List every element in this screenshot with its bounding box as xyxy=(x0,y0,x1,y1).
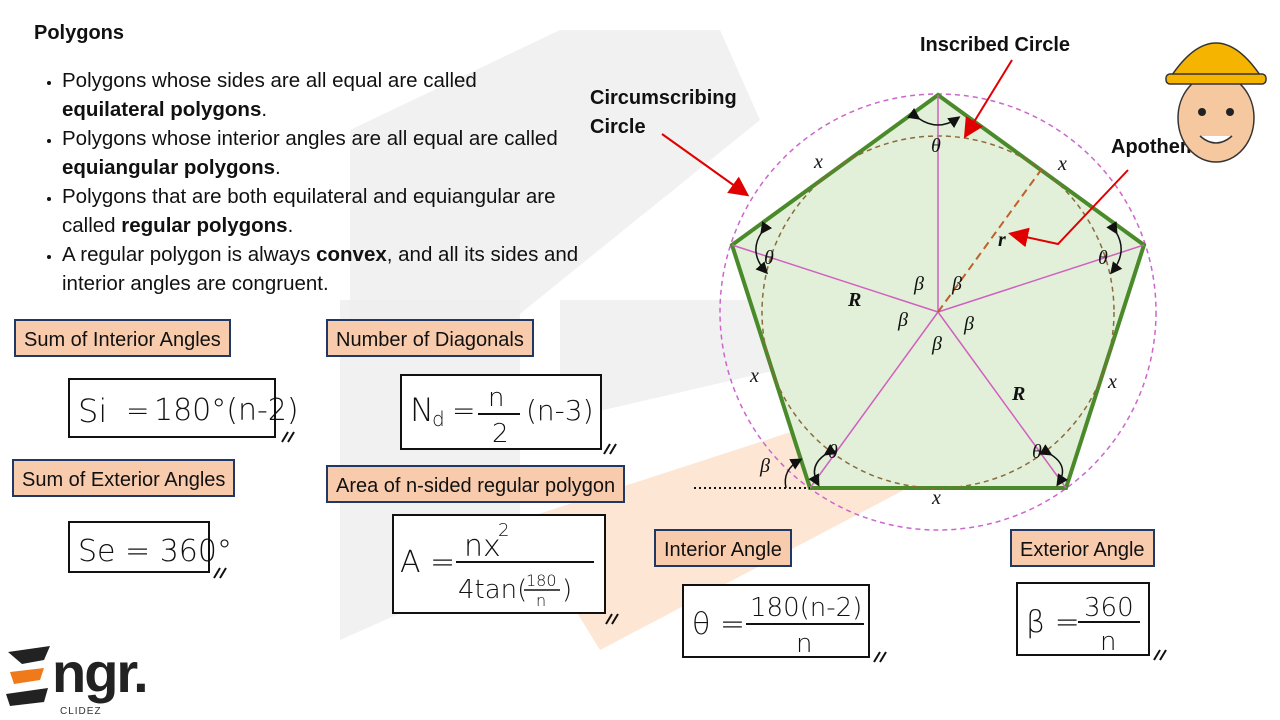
side-label: x xyxy=(813,151,823,173)
formula-si-rhs: 180°(n-2) xyxy=(154,393,299,428)
beta-label: β xyxy=(963,313,974,335)
formula-area: A = nx 2 4tan( 180 n ) xyxy=(392,514,606,614)
formula-area-lhs: A = xyxy=(400,545,455,580)
formula-exterior-angle: β = 360 n xyxy=(1016,582,1150,657)
formula-theta-den: n xyxy=(796,629,812,659)
formula-beta-num: 360 xyxy=(1084,593,1134,623)
bullet-item: Polygons that are both equilateral and e… xyxy=(62,182,582,240)
theta-label: θ xyxy=(764,247,774,269)
end-mark-icon xyxy=(605,613,619,625)
theta-label: θ xyxy=(1098,247,1108,269)
engr-logo-icon xyxy=(6,646,50,706)
angle-arc-icon xyxy=(784,458,803,489)
end-mark-icon xyxy=(1153,649,1167,661)
formula-se: Se = 360° xyxy=(78,534,232,569)
theta-label: θ xyxy=(931,135,941,157)
side-label: x xyxy=(1057,153,1067,175)
theta-label: θ xyxy=(1032,441,1042,463)
mascot-icon xyxy=(1165,42,1267,163)
inscribed-circle-label: Inscribed Circle xyxy=(920,34,1070,56)
formula-equals: = xyxy=(126,394,149,427)
label-interior-angle: Interior Angle xyxy=(654,529,792,567)
end-mark-icon xyxy=(281,431,295,443)
circumradius-label: R xyxy=(1011,383,1025,405)
logo-subtext: CLIDEZ xyxy=(60,706,102,717)
angle-arc-icon xyxy=(755,221,773,275)
formula-area-num: nx xyxy=(464,529,501,564)
angle-arc-icon xyxy=(1106,221,1123,275)
bullet-item: A regular polygon is always convex, and … xyxy=(62,240,582,298)
formula-area-den-num: 180 xyxy=(526,571,557,590)
callout-arrow xyxy=(661,133,750,197)
end-mark-icon xyxy=(213,567,227,579)
angle-arc-icon xyxy=(1039,444,1068,487)
angle-arc-icon xyxy=(907,107,961,129)
formula-si-lhs: Si xyxy=(78,392,107,430)
apothem-line xyxy=(937,169,1042,313)
formula-beta-lhs: β = xyxy=(1026,605,1080,640)
formula-area-den-pre: 4tan( xyxy=(458,575,527,605)
formula-theta-lhs: θ = xyxy=(692,607,745,642)
label-exterior-angle: Exterior Angle xyxy=(1010,529,1155,567)
bullet-list: Polygons whose sides are all equal are c… xyxy=(32,66,582,298)
angle-arc-icon xyxy=(808,444,837,487)
formula-sum-exterior: Se = 360° xyxy=(68,521,232,573)
label-area: Area of n-sided regular polygon xyxy=(326,465,626,503)
label-sum-interior: Sum of Interior Angles xyxy=(14,319,231,357)
side-label: x xyxy=(749,365,759,387)
beta-label: β xyxy=(759,455,770,477)
formula-nd-tail: (n-3) xyxy=(526,394,594,427)
logo-text: ngr. xyxy=(52,641,149,704)
label-sum-exterior: Sum of Exterior Angles xyxy=(12,459,236,497)
theta-label: θ xyxy=(828,441,838,463)
apothem-label: Apothem xyxy=(1111,136,1198,158)
apothem-r-label: r xyxy=(998,229,1006,251)
formula-nd-sub: d xyxy=(432,407,445,431)
beta-label: β xyxy=(913,273,924,295)
beta-label: β xyxy=(951,273,962,295)
bullet-item: Polygons whose sides are all equal are c… xyxy=(62,66,582,124)
formula-equals: = xyxy=(452,394,475,427)
beta-label: β xyxy=(931,333,942,355)
formula-sum-interior: Si = 180°(n-2) xyxy=(68,378,299,438)
label-num-diagonals: Number of Diagonals xyxy=(326,319,534,357)
formula-nd-lhs: N xyxy=(410,391,434,429)
formula-diagonals: N d = n 2 (n-3) xyxy=(400,374,602,450)
callout-arrow xyxy=(963,59,1013,139)
beta-label: β xyxy=(897,309,908,331)
bullet-item: Polygons whose interior angles are all e… xyxy=(62,124,582,182)
formula-nd-den: 2 xyxy=(492,419,509,449)
side-label: x xyxy=(931,487,941,509)
formula-nd-num: n xyxy=(488,383,504,413)
circumscribing-label-line2: Circle xyxy=(590,116,646,138)
formula-interior-angle: θ = 180(n-2) n xyxy=(682,584,870,659)
formula-area-exp: 2 xyxy=(498,520,509,541)
formula-area-den-post: ) xyxy=(562,575,572,605)
formula-beta-den: n xyxy=(1100,627,1116,657)
page-title: Polygons xyxy=(34,22,125,44)
end-mark-icon xyxy=(603,443,617,455)
formula-area-den-den: n xyxy=(536,591,546,610)
end-mark-icon xyxy=(873,651,887,663)
circumradius-label: R xyxy=(847,289,861,311)
callout-arrow xyxy=(1008,169,1129,248)
side-label: x xyxy=(1107,371,1117,393)
circumscribing-label-line1: Circumscribing xyxy=(590,87,737,109)
formula-theta-num: 180(n-2) xyxy=(750,593,862,623)
